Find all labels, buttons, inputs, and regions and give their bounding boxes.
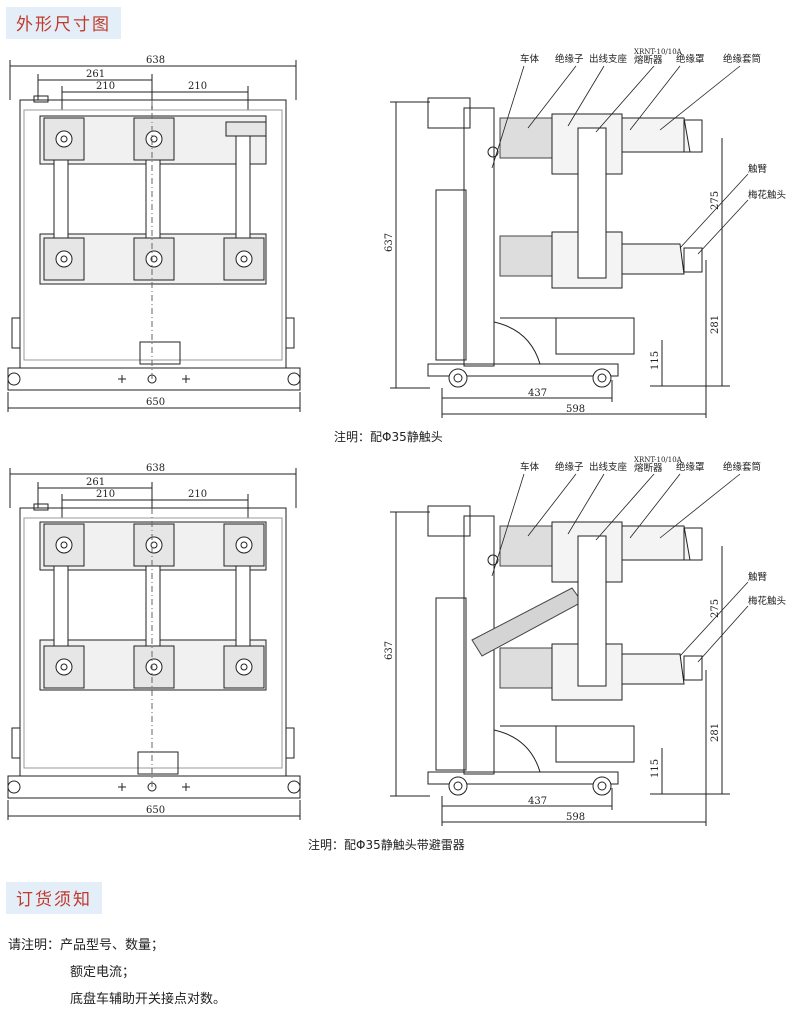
dim-side-437: 437 [528, 388, 547, 399]
note-drawing-2: 注明：配Φ35静触头带避雷器 [308, 838, 465, 852]
dim-side-height: 637 [384, 233, 395, 252]
dim-side2-437: 437 [528, 796, 547, 807]
dim-front2-width-top: 638 [146, 463, 165, 474]
side-view-1 [390, 97, 730, 418]
dim-side-281: 281 [710, 315, 721, 334]
dim-front2-210a: 210 [96, 489, 115, 500]
label2-fuse: 熔断器 [634, 462, 663, 474]
note-drawing-1: 注明：配Φ35静触头 [334, 430, 443, 444]
label2-contact-arm: 触臂 [748, 571, 768, 583]
dim-front-210b: 210 [188, 81, 207, 92]
order-line-2: 额定电流； [70, 965, 136, 980]
label2-outlet-seat: 出线支座 [589, 461, 628, 473]
label-fuse-model: XRNT-10/10A [634, 48, 683, 56]
dim-front-261: 261 [86, 69, 105, 80]
label2-plum-contact: 梅花触头 [748, 595, 786, 607]
label2-insulator: 绝缘子 [555, 461, 584, 473]
label2-insulation-cover: 绝缘罩 [676, 461, 705, 473]
front-view-1 [7, 60, 301, 412]
dim-front-width-bottom: 650 [146, 397, 165, 408]
dim-side2-115: 115 [650, 759, 661, 778]
dim-front-width-top: 638 [146, 55, 165, 66]
order-line-3: 底盘车辅助开关接点对数。 [70, 992, 227, 1007]
dimension-drawing-1: 638 261 210 210 650 [7, 48, 786, 418]
label-insulator: 绝缘子 [555, 53, 584, 65]
label-plum-contact: 梅花触头 [748, 189, 786, 201]
dim-front2-width-bottom: 650 [146, 805, 165, 816]
front-view-2 [7, 468, 301, 820]
dim-side-598: 598 [566, 404, 585, 415]
dim-side2-281: 281 [710, 723, 721, 742]
label2-insulation-sleeve: 绝缘套筒 [723, 461, 761, 473]
dim-side2-598: 598 [566, 812, 585, 823]
side-view-2 [390, 505, 730, 826]
label-contact-arm: 触臂 [748, 163, 768, 175]
section-heading-outline: 外形尺寸图 [6, 7, 121, 39]
label-insulation-cover: 绝缘罩 [676, 53, 705, 65]
label2-body: 车体 [520, 461, 540, 473]
order-line-1: 请注明：产品型号、数量； [8, 938, 165, 953]
label-fuse: 熔断器 [634, 54, 663, 66]
label-body: 车体 [520, 53, 540, 65]
order-notes: 请注明：产品型号、数量； 额定电流； 底盘车辅助开关接点对数。 [8, 932, 226, 1013]
dim-side-115: 115 [650, 351, 661, 370]
dim-side2-height: 637 [384, 641, 395, 660]
dim-front-210a: 210 [96, 81, 115, 92]
label2-fuse-model: XRNT-10/10A [634, 456, 683, 464]
label-outlet-seat: 出线支座 [589, 53, 628, 65]
dim-side2-275: 275 [710, 599, 721, 618]
dim-front2-210b: 210 [188, 489, 207, 500]
label-insulation-sleeve: 绝缘套筒 [723, 53, 761, 65]
dim-front2-261: 261 [86, 477, 105, 488]
dimension-drawing-2: 638 261 210 210 650 [7, 456, 786, 826]
dim-side-275: 275 [710, 191, 721, 210]
section-heading-ordering: 订货须知 [6, 882, 102, 914]
